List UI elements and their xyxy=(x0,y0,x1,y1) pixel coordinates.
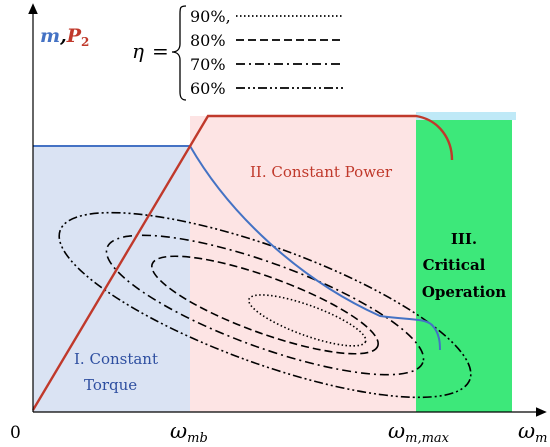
contour-70 xyxy=(105,234,425,376)
legend-label-80: 80% xyxy=(190,31,226,50)
efficiency-contours xyxy=(58,211,472,399)
label-constant-torque-line1: I. Constant xyxy=(74,350,158,368)
legend-brace xyxy=(171,5,187,101)
tick-max-speed: ωm,max xyxy=(388,419,450,446)
legend-label-90: 90%, xyxy=(190,7,231,26)
origin-label: 0 xyxy=(10,423,21,443)
label-critical-line3: Operation xyxy=(422,283,506,301)
efficiency-legend: η = 90%, 80% 70% 60% xyxy=(132,5,343,101)
zone-constant-power xyxy=(190,116,416,412)
contour-60 xyxy=(58,211,472,399)
y-axis-label: m,P2 xyxy=(40,25,89,49)
label-critical-line2: Critical xyxy=(423,256,486,274)
legend-label-70: 70% xyxy=(190,55,226,74)
legend-eta-symbol: η xyxy=(132,39,144,63)
power-curve xyxy=(31,114,454,411)
legend-equals: = xyxy=(152,39,169,63)
legend-label-60: 60% xyxy=(190,79,226,98)
zone-critical-top-band xyxy=(416,112,516,120)
torque-curve xyxy=(33,145,441,351)
label-constant-torque-line2: Torque xyxy=(84,376,137,394)
label-constant-power: II. Constant Power xyxy=(250,163,393,181)
tick-base-speed: ωmb xyxy=(170,419,208,446)
zone-critical-operation xyxy=(416,116,512,412)
contour-90 xyxy=(247,294,367,347)
label-critical-line1: III. xyxy=(451,230,477,248)
x-axis-label: ωm xyxy=(518,419,547,446)
contour-80 xyxy=(151,255,379,355)
